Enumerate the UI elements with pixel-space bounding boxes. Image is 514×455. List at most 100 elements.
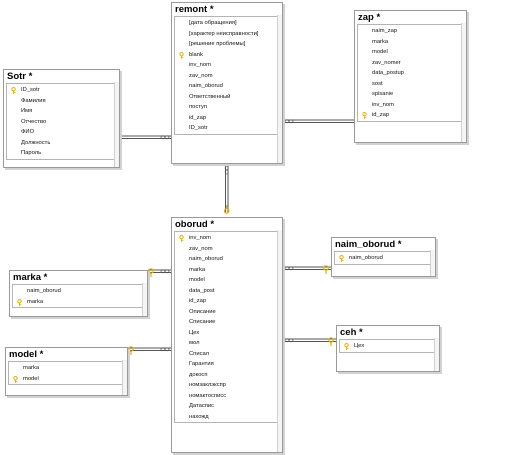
table-scrollbar[interactable] bbox=[461, 23, 466, 142]
field-row[interactable]: Списал bbox=[175, 349, 279, 360]
field-row[interactable]: ID_sotr bbox=[7, 85, 116, 96]
table-scrollbar[interactable] bbox=[122, 360, 127, 395]
field-row[interactable]: поступ bbox=[175, 102, 279, 113]
link-remont-oborud[interactable] bbox=[225, 163, 229, 213]
link-oborud-ceh[interactable] bbox=[283, 338, 336, 342]
table-naim-oborud[interactable]: naim_oborud * naim_oborud bbox=[331, 237, 436, 277]
field-row[interactable]: Цех bbox=[175, 328, 279, 339]
field-row[interactable]: inv_nom bbox=[175, 60, 279, 71]
field-row[interactable]: номактосписс bbox=[175, 391, 279, 402]
field-row[interactable]: [дата обращения] bbox=[175, 18, 279, 29]
field-row[interactable]: marka bbox=[13, 297, 144, 308]
link-oborud-naim-oborud-infinity-icon bbox=[284, 266, 294, 271]
field-name: spisanie bbox=[372, 91, 394, 97]
table-title[interactable]: marka * bbox=[13, 272, 48, 283]
link-model-oborud[interactable] bbox=[128, 347, 172, 351]
table-title[interactable]: oborud * bbox=[175, 219, 215, 230]
field-row[interactable]: мол bbox=[175, 338, 279, 349]
field-row[interactable]: Описание bbox=[175, 307, 279, 318]
field-row[interactable]: докосп bbox=[175, 370, 279, 381]
field-row[interactable]: zav_nom bbox=[175, 244, 279, 255]
table-scrollbar[interactable] bbox=[142, 283, 147, 316]
field-row[interactable]: inv_nom bbox=[175, 233, 279, 244]
link-oborud-naim-oborud[interactable] bbox=[283, 266, 331, 270]
field-row[interactable]: marka bbox=[9, 363, 124, 374]
field-row[interactable]: ФИО bbox=[7, 127, 116, 138]
field-name: Пароль bbox=[21, 150, 42, 156]
field-row[interactable]: [решение проблемы] bbox=[175, 39, 279, 50]
field-row[interactable]: model bbox=[358, 47, 463, 58]
field-name: marka bbox=[27, 298, 44, 305]
table-title[interactable]: zap * bbox=[358, 12, 381, 23]
field-row[interactable]: naim_oborud bbox=[13, 286, 144, 297]
field-name: naim_oborud bbox=[349, 255, 383, 261]
field-row[interactable]: data_postup bbox=[358, 68, 463, 79]
table-scrollbar[interactable] bbox=[434, 338, 439, 371]
field-row[interactable]: marka bbox=[358, 37, 463, 48]
table-scrollbar[interactable] bbox=[277, 230, 282, 452]
field-row[interactable]: naim_oborud bbox=[175, 254, 279, 265]
field-row[interactable]: Фамилия bbox=[7, 96, 116, 107]
link-marka-oborud[interactable] bbox=[148, 269, 172, 273]
field-row[interactable]: номзаклэкспр bbox=[175, 380, 279, 391]
table-title[interactable]: ceh * bbox=[340, 327, 363, 338]
field-row[interactable]: naim_oborud bbox=[335, 253, 432, 264]
table-title[interactable]: Sotr * bbox=[7, 71, 33, 82]
field-row[interactable]: Ответственный bbox=[175, 92, 279, 103]
field-row[interactable]: zav_nomer bbox=[358, 58, 463, 69]
field-row[interactable]: id_zap bbox=[175, 296, 279, 307]
table-title[interactable]: remont * bbox=[175, 4, 214, 15]
field-row[interactable]: spisanie bbox=[358, 89, 463, 100]
field-row[interactable]: ID_sotr bbox=[175, 123, 279, 134]
table-remont[interactable]: remont * [дата обращения][характер неисп… bbox=[171, 2, 283, 164]
field-row[interactable]: zav_nom bbox=[175, 71, 279, 82]
table-scrollbar[interactable] bbox=[114, 82, 119, 167]
field-row[interactable]: id_zap bbox=[358, 110, 463, 121]
field-row[interactable]: data_post bbox=[175, 286, 279, 297]
field-row[interactable]: model bbox=[9, 374, 124, 385]
primary-key-icon bbox=[11, 87, 16, 94]
primary-key-icon bbox=[179, 51, 184, 59]
link-model-oborud-key-icon bbox=[128, 346, 134, 355]
field-row[interactable]: Списание bbox=[175, 317, 279, 328]
field-row[interactable]: naim_oborud bbox=[175, 81, 279, 92]
field-row[interactable]: sost bbox=[358, 79, 463, 90]
field-row[interactable]: inv_nom bbox=[358, 100, 463, 111]
link-remont-zap[interactable] bbox=[283, 119, 356, 123]
field-row[interactable]: Датаспис bbox=[175, 401, 279, 412]
table-fields: Цех bbox=[339, 339, 437, 353]
field-row[interactable]: Цех bbox=[340, 341, 436, 352]
field-row[interactable]: naim_zap bbox=[358, 26, 463, 37]
table-title[interactable]: model * bbox=[9, 349, 44, 360]
table-title[interactable]: naim_oborud * bbox=[335, 239, 402, 250]
field-name: Фамилия bbox=[21, 97, 46, 104]
table-scrollbar[interactable] bbox=[430, 250, 435, 276]
field-name: model bbox=[189, 277, 205, 283]
link-sotr-remont[interactable] bbox=[120, 135, 172, 139]
field-row[interactable]: id_zap bbox=[175, 113, 279, 124]
field-row[interactable]: marka bbox=[175, 265, 279, 276]
table-scrollbar[interactable] bbox=[277, 15, 282, 163]
field-name: data_post bbox=[189, 287, 215, 294]
field-row[interactable]: [характер неисправности] bbox=[175, 29, 279, 40]
table-ceh[interactable]: ceh * Цех bbox=[336, 325, 440, 372]
table-fields: [дата обращения][характер неисправности]… bbox=[174, 16, 280, 135]
field-name: поступ bbox=[189, 104, 208, 110]
field-row[interactable]: Имя bbox=[7, 106, 116, 117]
field-row[interactable]: model bbox=[175, 275, 279, 286]
field-row[interactable]: Должность bbox=[7, 138, 116, 149]
field-row[interactable]: blank bbox=[175, 50, 279, 61]
link-oborud-ceh-infinity-icon bbox=[284, 338, 294, 343]
field-row[interactable]: Отчество bbox=[7, 117, 116, 128]
field-name: model bbox=[372, 49, 388, 55]
field-row[interactable]: нахожд bbox=[175, 412, 279, 423]
field-row[interactable]: Пароль bbox=[7, 148, 116, 159]
field-row[interactable]: Гарантия bbox=[175, 359, 279, 370]
